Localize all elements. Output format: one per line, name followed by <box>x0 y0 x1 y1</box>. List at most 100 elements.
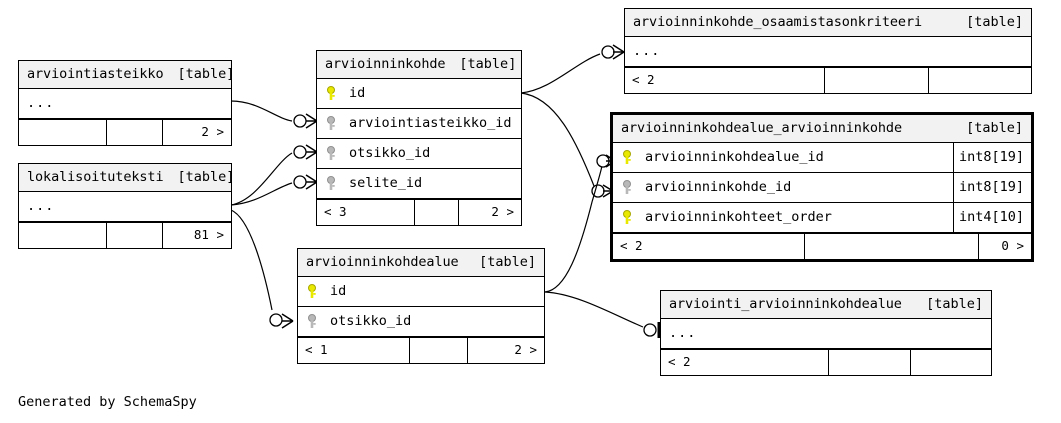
table-header: arvioinninkohde_osaamistasonkriteeri [ta… <box>625 9 1031 37</box>
table-header: arviointiasteikko [table] <box>19 61 235 89</box>
collapsed-columns-ellipsis: ... <box>661 319 991 349</box>
foreign-key-icon <box>317 175 345 192</box>
collapsed-columns-ellipsis: ... <box>19 89 231 119</box>
column-name: selite_id <box>349 176 423 191</box>
footer-children-count[interactable]: 2 > <box>201 124 224 140</box>
footer-middle-cell <box>107 120 163 145</box>
table-type-tag: [table] <box>966 119 1023 136</box>
collapsed-columns-ellipsis: ... <box>625 37 1031 67</box>
table-type-tag: [table] <box>926 295 983 312</box>
column-name: otsikko_id <box>330 314 412 329</box>
table-arvioinninkohde[interactable]: arvioinninkohde [table] id arv <box>316 50 522 226</box>
column-row[interactable]: arviointiasteikko_id <box>317 109 521 139</box>
column-name: id <box>349 86 366 101</box>
foreign-key-icon <box>298 313 326 330</box>
column-row[interactable]: selite_id <box>317 169 521 199</box>
column-name: otsikko_id <box>349 146 431 161</box>
table-type-tag: [table] <box>459 55 517 72</box>
column-row[interactable]: otsikko_id <box>317 139 521 169</box>
generated-by-note: Generated by SchemaSpy <box>18 394 197 410</box>
column-name: arviointiasteikko_id <box>349 116 512 131</box>
table-arvioinninkohdealue[interactable]: arvioinninkohdealue [table] id <box>297 248 545 364</box>
footer-parents-count[interactable]: < 2 <box>661 350 829 375</box>
table-type-tag: [table] <box>177 168 235 185</box>
primary-key-icon <box>317 85 345 102</box>
table-header: arvioinninkohdealue_arvioinninkohde [tab… <box>613 115 1031 143</box>
table-arviointiasteikko[interactable]: arviointiasteikko [table] ... 2 > <box>18 60 235 146</box>
footer-middle-cell <box>825 68 929 93</box>
table-arvioinninkohdealue-arvioinninkohde[interactable]: arvioinninkohdealue_arvioinninkohde [tab… <box>610 112 1034 262</box>
footer-parents-count[interactable]: < 1 <box>298 338 410 363</box>
footer-children-count[interactable]: 0 > <box>1001 238 1024 254</box>
footer-middle-cell <box>107 223 163 248</box>
column-type: int8[19] <box>953 173 1031 202</box>
column-name: arvioinninkohteet_order <box>645 210 832 225</box>
table-header: arvioinninkohde [table] <box>317 51 521 79</box>
footer-children-count[interactable]: 2 > <box>491 204 514 220</box>
table-title: arvioinninkohde_osaamistasonkriteeri <box>633 13 922 30</box>
table-title: lokalisoituteksti <box>27 168 164 185</box>
edge-lokalisoituteksti-to-kohdealue-otsikko-id <box>230 209 294 329</box>
column-row[interactable]: arvioinninkohteet_order int4[10] <box>613 203 1031 233</box>
primary-key-icon <box>298 283 326 300</box>
foreign-key-icon <box>613 179 641 196</box>
footer-parents-count[interactable] <box>19 120 107 145</box>
table-title: arviointiasteikko <box>27 65 164 82</box>
column-name: id <box>330 284 347 299</box>
table-footer: < 2 0 > <box>613 233 1031 259</box>
footer-children-count <box>911 350 991 375</box>
column-type: int4[10] <box>953 203 1031 232</box>
column-row[interactable]: arvioinninkohde_id int8[19] <box>613 173 1031 203</box>
edge-lokalisoituteksti-to-otsikko-id <box>230 144 318 206</box>
primary-key-icon <box>613 149 641 166</box>
foreign-key-icon <box>317 145 345 162</box>
footer-parents-count[interactable]: < 2 <box>613 234 805 259</box>
footer-children-count[interactable] <box>929 68 1031 93</box>
footer-parents-count[interactable] <box>19 223 107 248</box>
table-type-tag: [table] <box>966 13 1023 30</box>
table-lokalisoituteksti[interactable]: lokalisoituteksti [table] ... 81 > <box>18 163 235 249</box>
edge-kohdealue-to-join-table <box>544 154 616 293</box>
edge-arvioinninkohde-to-join-table <box>520 92 614 198</box>
table-header: arviointi_arvioinninkohdealue [table] <box>661 291 991 319</box>
table-footer: < 2 <box>625 67 1031 93</box>
table-title: arvioinninkohdealue <box>306 253 459 270</box>
table-arvioinninkohde-osaamistasonkriteeri[interactable]: arvioinninkohde_osaamistasonkriteeri [ta… <box>624 8 1032 94</box>
table-title: arviointi_arvioinninkohdealue <box>669 295 902 312</box>
footer-middle-cell <box>415 200 459 225</box>
table-type-tag: [table] <box>177 65 235 82</box>
table-footer: < 1 2 > <box>298 337 544 363</box>
column-row[interactable]: otsikko_id <box>298 307 544 337</box>
table-header: arvioinninkohdealue [table] <box>298 249 544 277</box>
column-name: arvioinninkohdealue_id <box>645 150 824 165</box>
foreign-key-icon <box>317 115 345 132</box>
table-header: lokalisoituteksti [table] <box>19 164 235 192</box>
edge-arvioinninkohde-to-osaamistasonkriteeri <box>520 44 625 94</box>
edge-kohdealue-to-arviointi <box>544 291 661 338</box>
table-footer: < 3 2 > <box>317 199 521 225</box>
table-footer: 2 > <box>19 119 231 145</box>
edge-lokalisoituteksti-to-selite-id <box>230 174 318 206</box>
table-footer: 81 > <box>19 222 231 248</box>
table-title: arvioinninkohde <box>325 55 446 72</box>
table-title: arvioinninkohdealue_arvioinninkohde <box>621 119 902 136</box>
footer-children-count[interactable]: 81 > <box>193 227 224 243</box>
table-footer: < 2 <box>661 349 991 375</box>
footer-middle-cell <box>410 338 468 363</box>
primary-key-icon <box>613 209 641 226</box>
footer-parents-count[interactable]: < 2 <box>625 68 825 93</box>
column-type: int8[19] <box>953 143 1031 172</box>
column-row[interactable]: id <box>317 79 521 109</box>
footer-children-count[interactable]: 2 > <box>514 342 537 358</box>
column-row[interactable]: arvioinninkohdealue_id int8[19] <box>613 143 1031 173</box>
table-arviointi-arvioinninkohdealue[interactable]: arviointi_arvioinninkohdealue [table] ..… <box>660 290 992 376</box>
column-row[interactable]: id <box>298 277 544 307</box>
column-name: arvioinninkohde_id <box>645 180 792 195</box>
footer-parents-count[interactable]: < 3 <box>317 200 415 225</box>
table-type-tag: [table] <box>479 253 536 270</box>
edge-arviointiasteikko-to-arvioinninkohde <box>230 100 318 129</box>
collapsed-columns-ellipsis: ... <box>19 192 231 222</box>
footer-middle-cell <box>829 350 911 375</box>
